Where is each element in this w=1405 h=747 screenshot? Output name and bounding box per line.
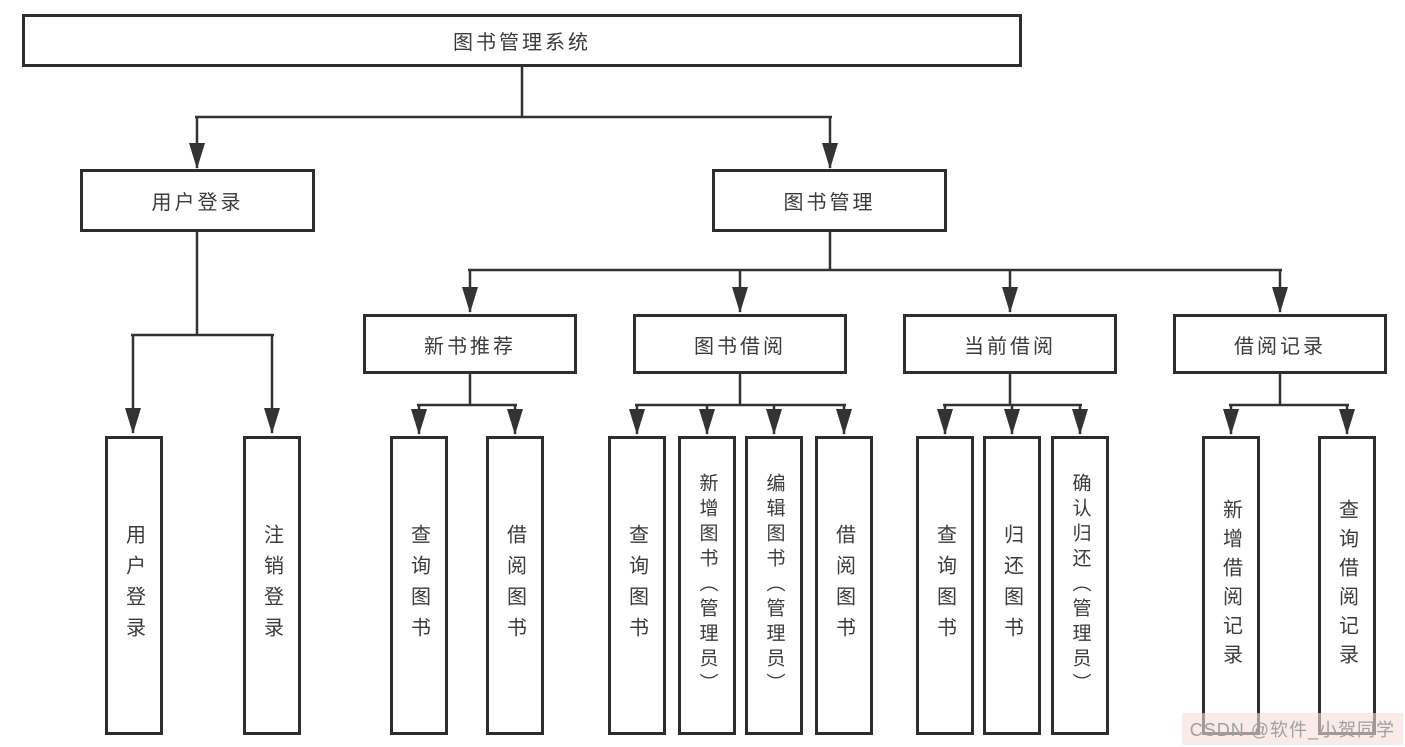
node-book-borrowing: 图书借阅 xyxy=(633,314,847,374)
leaf-return-books: 归还图书 xyxy=(983,436,1041,735)
csdn-watermark: CSDN @软件_小贺同学 xyxy=(1181,713,1403,745)
node-book-management: 图书管理 xyxy=(712,169,947,232)
edges-new-book-recommendation xyxy=(411,373,523,435)
edges-book-management xyxy=(462,232,1288,313)
leaf-edit-books-admin: 编辑图书（管理员） xyxy=(745,436,803,735)
edges-current-borrowing xyxy=(937,373,1088,435)
leaf-add-books-admin: 新增图书（管理员） xyxy=(678,436,736,735)
edges-user-login xyxy=(125,232,280,434)
edges-book-borrowing xyxy=(629,373,852,435)
leaf-borrow-books-borrowing: 借阅图书 xyxy=(815,436,873,735)
node-new-book-recommendation: 新书推荐 xyxy=(363,314,577,374)
leaf-confirm-return-admin: 确认归还（管理员） xyxy=(1051,436,1109,735)
leaf-user-login: 用户登录 xyxy=(105,436,163,735)
leaf-query-books-current: 查询图书 xyxy=(916,436,974,735)
node-user-login: 用户登录 xyxy=(80,169,315,232)
node-borrowing-records: 借阅记录 xyxy=(1173,314,1387,374)
edges-root xyxy=(189,67,838,169)
leaf-logout: 注销登录 xyxy=(243,436,301,735)
leaf-borrow-books-recommend: 借阅图书 xyxy=(486,436,544,735)
node-library-management-system: 图书管理系统 xyxy=(22,14,1022,67)
leaf-query-borrow-record: 查询借阅记录 xyxy=(1318,436,1376,735)
leaf-query-books-recommend: 查询图书 xyxy=(390,436,448,735)
edges-borrowing-records xyxy=(1223,373,1355,435)
leaf-query-books-borrowing: 查询图书 xyxy=(608,436,666,735)
leaf-add-borrow-record: 新增借阅记录 xyxy=(1202,436,1260,735)
node-current-borrowing: 当前借阅 xyxy=(903,314,1117,374)
